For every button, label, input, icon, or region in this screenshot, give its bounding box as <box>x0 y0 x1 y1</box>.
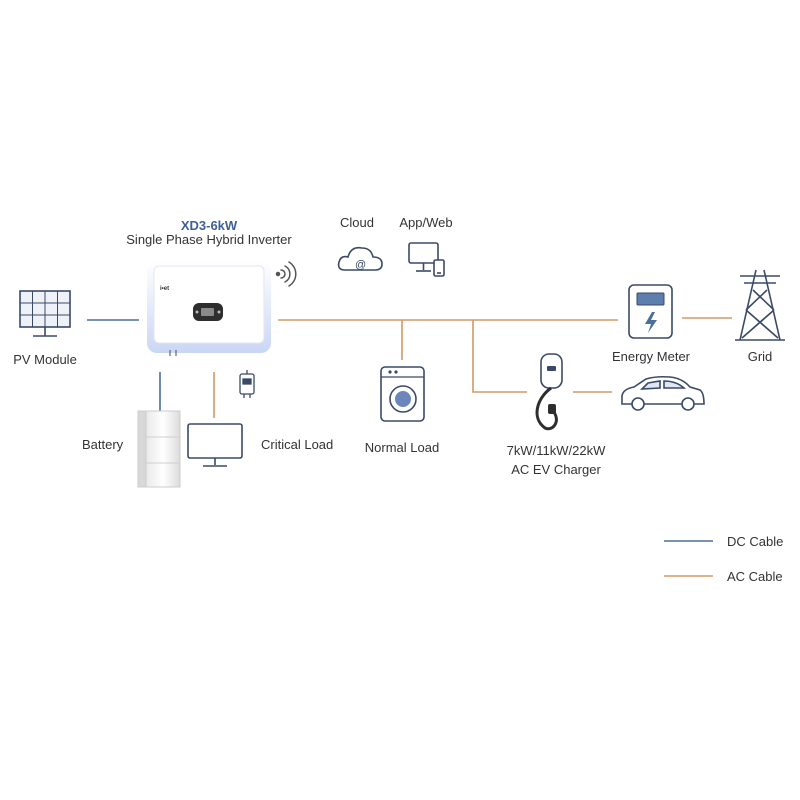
grid-tower-icon <box>735 269 785 341</box>
svg-text:@: @ <box>355 259 366 271</box>
legend <box>664 540 713 577</box>
ac-cable-ev <box>472 320 527 393</box>
inverter-brand-logo: i•et <box>160 286 169 292</box>
legend-ac-label: AC Cable <box>727 569 783 584</box>
smart-dongle-icon <box>239 370 255 398</box>
battery-label: Battery <box>82 437 124 452</box>
ac-cables <box>213 317 732 418</box>
legend-dc-label: DC Cable <box>727 534 784 549</box>
inverter-description-label: Single Phase Hybrid Inverter <box>126 232 292 247</box>
inverter-icon <box>147 261 271 356</box>
critical-load-label: Critical Load <box>261 437 334 452</box>
ev-charger-name-label: AC EV Charger <box>511 462 601 477</box>
app-web-label: App/Web <box>399 215 453 230</box>
wifi-icon <box>275 261 297 287</box>
normal-load-label: Normal Load <box>364 440 440 455</box>
ev-charger-icon <box>535 353 563 431</box>
app-web-icon <box>408 242 445 277</box>
pv-module-label: PV Module <box>13 352 77 367</box>
energy-meter-icon <box>628 284 673 339</box>
car-icon <box>621 375 705 411</box>
energy-meter-label: Energy Meter <box>611 349 691 364</box>
cloud-icon: @ <box>337 246 383 271</box>
washing-machine-icon <box>380 366 425 422</box>
solar-panel-icon <box>19 290 71 337</box>
inverter-model-label: XD3-6kW <box>180 218 238 233</box>
cloud-label: Cloud <box>340 215 374 230</box>
ev-charger-power-label: 7kW/11kW/22kW <box>506 443 606 458</box>
critical-load-monitor-icon <box>187 423 243 467</box>
battery-icon <box>137 410 181 488</box>
grid-label: Grid <box>747 349 773 364</box>
